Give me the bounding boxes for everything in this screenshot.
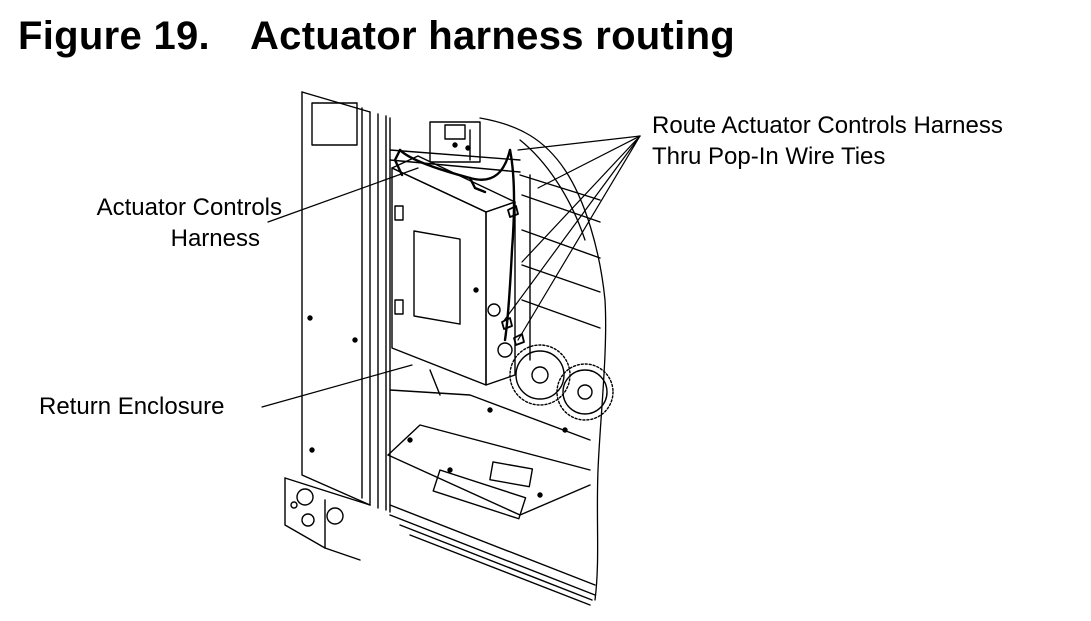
actuator-harness-callout-line2: Harness <box>170 225 260 252</box>
figure-caption: Actuator harness routing <box>250 14 736 58</box>
vertical-post <box>369 111 391 513</box>
actuator-harness-callout: Actuator Controls Harness <box>68 192 282 254</box>
actuator-harness-wire <box>393 148 516 342</box>
route-harness-callout-line1: Route Actuator Controls Harness <box>652 112 1003 139</box>
actuator-harness-callout-line1: Actuator Controls <box>96 194 282 221</box>
cutaway-boundary <box>479 117 607 601</box>
route-harness-callout: Route Actuator Controls Harness Thru Pop… <box>652 110 1003 172</box>
actuator-enclosure-box <box>391 155 516 386</box>
leader-lines <box>261 135 641 408</box>
pop-in-wire-ties <box>501 205 525 346</box>
damper-blades <box>519 174 601 361</box>
base-rail <box>284 477 596 606</box>
route-harness-callout-line2: Thru Pop-In Wire Ties <box>652 143 886 170</box>
upper-frame <box>389 121 521 173</box>
return-enclosure-floor <box>387 369 591 520</box>
figure-title: Figure 19. Actuator harness routing <box>18 14 735 59</box>
figure-number: Figure 19. <box>18 14 210 58</box>
damper-gear-wheels <box>509 344 614 421</box>
return-enclosure-callout: Return Enclosure <box>39 393 225 420</box>
cabinet-side-panel <box>301 91 371 506</box>
